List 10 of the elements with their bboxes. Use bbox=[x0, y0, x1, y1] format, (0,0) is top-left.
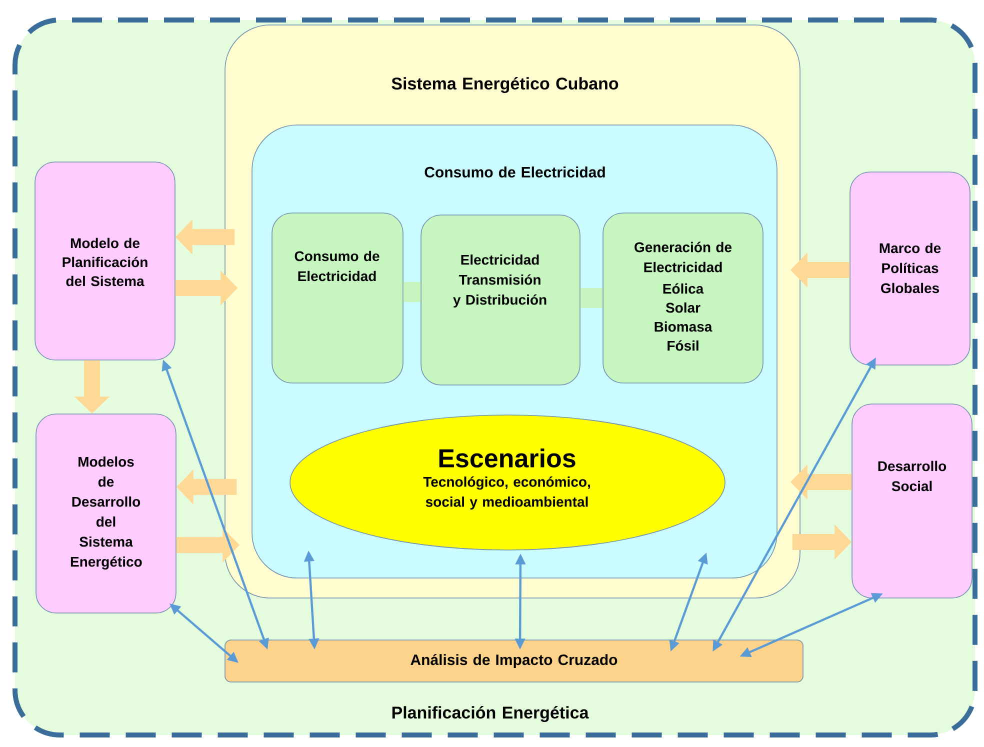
analysis-bar: Análisis de Impacto Cruzado bbox=[224, 640, 804, 682]
policy-box: Marco de Políticas Globales bbox=[850, 172, 970, 366]
connector-bar bbox=[580, 288, 603, 308]
social-box: Desarrollo Social bbox=[852, 404, 972, 598]
model-box: Modelos de Desarrollo del Sistema Energético bbox=[36, 414, 176, 614]
model-box: Modelo de Planificación del Sistema bbox=[34, 162, 176, 360]
connector-bar bbox=[403, 282, 421, 302]
process-box: Consumo de Electricidad bbox=[272, 212, 404, 384]
process-box: Generación de Electricidad Eólica Solar Biomasa Fósil bbox=[602, 212, 764, 384]
process-box: Electricidad Transmisión y Distribución bbox=[420, 214, 580, 386]
